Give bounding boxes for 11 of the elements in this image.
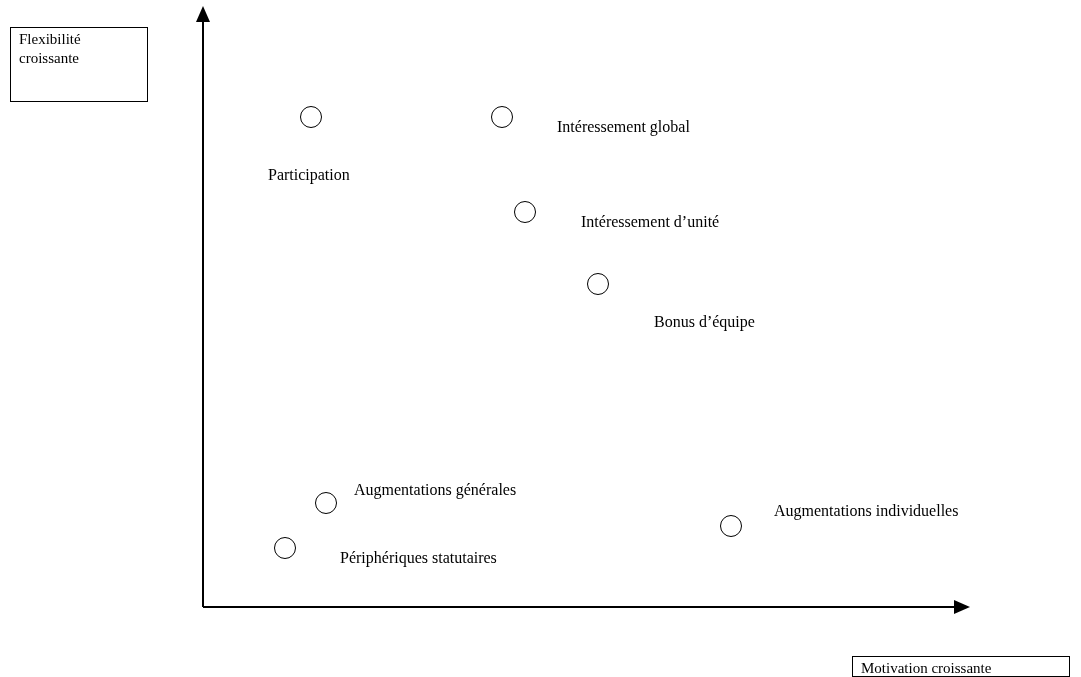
point-label: Augmentations individuelles bbox=[774, 501, 959, 521]
point-label: Bonus d’équipe bbox=[654, 312, 755, 332]
point-label: Participation bbox=[268, 165, 350, 185]
axis-label: Motivation croissante bbox=[861, 659, 993, 677]
point-label: Augmentations générales bbox=[354, 480, 517, 500]
axis-label-box bbox=[10, 27, 148, 102]
point-label: Périphériques statutaires bbox=[340, 548, 497, 568]
axis-label-box bbox=[852, 656, 1070, 677]
axis-label: Flexibilité croissante bbox=[19, 30, 82, 68]
point-label: Intéressement d’unité bbox=[581, 212, 720, 232]
point-label: Intéressement global bbox=[557, 117, 690, 137]
